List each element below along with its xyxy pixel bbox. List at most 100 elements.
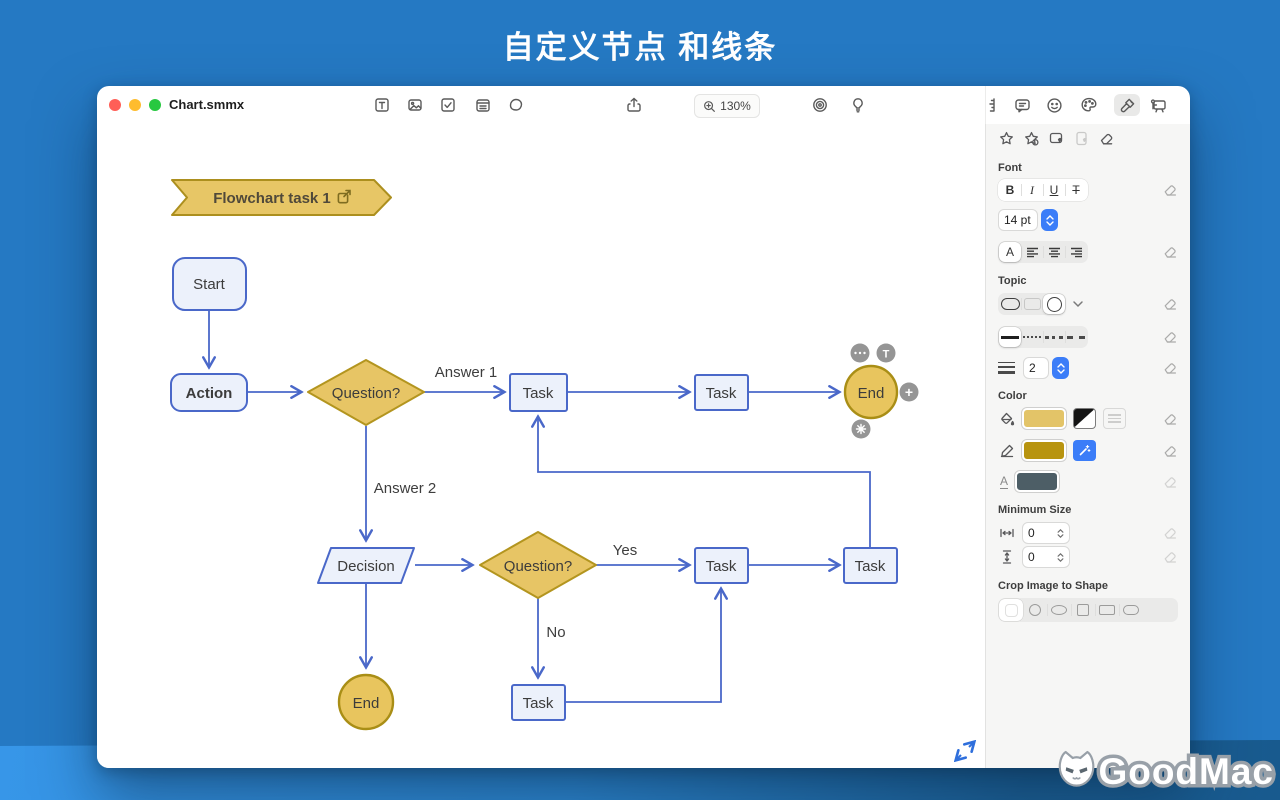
node-task5[interactable]: Task: [511, 684, 566, 721]
outline-view-icon[interactable]: [981, 94, 1003, 116]
reset-min-width-icon[interactable]: [1162, 525, 1178, 541]
auto-align-button[interactable]: A: [999, 242, 1021, 262]
presentation-icon[interactable]: [1147, 94, 1169, 116]
min-width-stepper[interactable]: [1057, 528, 1064, 538]
image-icon[interactable]: [404, 94, 426, 116]
edge-label-no: No: [546, 624, 565, 641]
color-section-label: Color: [998, 390, 1027, 402]
strikethrough-button[interactable]: T: [1065, 180, 1087, 200]
node-task3[interactable]: Task: [694, 547, 749, 584]
reset-text-color-icon[interactable]: [1162, 474, 1178, 490]
reset-stroke-color-icon[interactable]: [1162, 443, 1178, 459]
stroke-color-swatch[interactable]: [1022, 440, 1066, 461]
clear-style-icon[interactable]: [1098, 130, 1115, 152]
node-task1[interactable]: Task: [509, 373, 568, 412]
edge-task4-task1[interactable]: [538, 418, 871, 548]
close-button[interactable]: [109, 99, 121, 111]
zoom-control[interactable]: 130%: [694, 94, 760, 118]
reset-line-width-icon[interactable]: [1162, 360, 1178, 376]
share-icon[interactable]: [623, 94, 645, 116]
line-style-row: [998, 326, 1178, 348]
shape-icon[interactable]: [505, 94, 527, 116]
align-center-button[interactable]: [1043, 242, 1065, 262]
line-solid-button[interactable]: [999, 327, 1021, 347]
checkbox-icon[interactable]: [437, 94, 459, 116]
edge-task5-task3[interactable]: [565, 590, 721, 703]
zoom-window-button[interactable]: [149, 99, 161, 111]
node-task2[interactable]: Task: [694, 374, 749, 411]
node-decision[interactable]: Decision: [317, 547, 415, 584]
line-dots-button[interactable]: [1043, 327, 1065, 347]
auto-color-button[interactable]: [1073, 440, 1096, 461]
crop-rounded-rect-button[interactable]: [1119, 599, 1143, 621]
text-color-swatch[interactable]: [1015, 471, 1060, 492]
minimize-button[interactable]: [129, 99, 141, 111]
crop-rect-button[interactable]: [1095, 599, 1119, 621]
banner-node[interactable]: Flowchart task 1: [171, 179, 392, 216]
flowchart-canvas[interactable]: Answer 1 Answer 2 Yes No Flowchart task …: [97, 124, 985, 768]
lightbulb-icon[interactable]: [847, 94, 869, 116]
expand-icon[interactable]: [957, 743, 973, 759]
copy-style-icon[interactable]: [1073, 130, 1090, 152]
reset-line-style-icon[interactable]: [1162, 329, 1178, 345]
node-task4[interactable]: Task: [843, 547, 898, 584]
banner-label: Flowchart task 1: [213, 190, 331, 207]
shape-stadium-button[interactable]: [999, 294, 1021, 314]
stroke-color-row: [998, 440, 1178, 461]
crop-ellipse-button[interactable]: [1047, 599, 1071, 621]
node-start[interactable]: Start: [172, 257, 247, 311]
comment-icon[interactable]: [1011, 94, 1033, 116]
text-handle[interactable]: T: [876, 343, 896, 363]
reset-alignment-icon[interactable]: [1162, 244, 1178, 260]
node-action[interactable]: Action: [170, 373, 248, 412]
bold-button[interactable]: B: [1005, 183, 1015, 197]
line-dashed-button[interactable]: [1065, 327, 1087, 347]
titlebar: Chart.smmx 130%: [97, 86, 1190, 125]
font-size-stepper[interactable]: [1041, 209, 1058, 231]
line-width-value[interactable]: 2: [1023, 357, 1049, 379]
svg-text:Action: Action: [186, 385, 233, 402]
line-dotted-button[interactable]: [1021, 327, 1043, 347]
reset-shape-icon[interactable]: [1162, 296, 1178, 312]
crop-none-button[interactable]: [999, 599, 1023, 621]
focus-target-icon[interactable]: [809, 94, 831, 116]
reset-fill-color-icon[interactable]: [1162, 411, 1178, 427]
style-handle[interactable]: [851, 419, 871, 439]
style-brush-icon[interactable]: [1114, 94, 1140, 116]
node-end1[interactable]: End: [843, 364, 899, 420]
line-width-icon: [998, 362, 1015, 374]
node-question1[interactable]: Question?: [307, 359, 425, 426]
line-width-stepper[interactable]: [1052, 357, 1069, 379]
palette-icon[interactable]: [1078, 94, 1100, 116]
underline-button[interactable]: U: [1043, 180, 1065, 200]
crop-square-button[interactable]: [1071, 599, 1095, 621]
min-height-stepper[interactable]: [1057, 552, 1064, 562]
fill-pattern-button[interactable]: [1103, 408, 1126, 429]
reset-font-style-icon[interactable]: [1162, 182, 1178, 198]
align-right-button[interactable]: [1065, 242, 1087, 262]
node-question2[interactable]: Question?: [479, 531, 597, 599]
italic-button[interactable]: I: [1021, 180, 1043, 200]
manage-styles-icon[interactable]: [1023, 130, 1040, 152]
min-width-field[interactable]: 0: [1022, 522, 1070, 544]
fill-color-swatch[interactable]: [1022, 408, 1066, 429]
apply-style-icon[interactable]: [1048, 130, 1065, 152]
reset-min-height-icon[interactable]: [1162, 549, 1178, 565]
node-end2[interactable]: End: [337, 673, 395, 731]
text-node-icon[interactable]: [371, 94, 393, 116]
crop-circle-button[interactable]: [1023, 599, 1047, 621]
titlebar-divider: [985, 86, 986, 124]
min-height-field[interactable]: 0: [1022, 546, 1070, 568]
notes-icon[interactable]: [472, 94, 494, 116]
shape-rounded-rect-button[interactable]: [1021, 294, 1043, 314]
line-style-control: [998, 326, 1088, 348]
more-handle[interactable]: [850, 343, 870, 363]
add-handle[interactable]: +: [899, 382, 919, 402]
align-left-button[interactable]: [1021, 242, 1043, 262]
more-shapes-chevron-icon[interactable]: [1072, 295, 1084, 313]
contrast-color-button[interactable]: [1073, 408, 1096, 429]
shape-ellipse-button[interactable]: [1043, 294, 1065, 314]
emoji-icon[interactable]: [1043, 94, 1065, 116]
favorite-style-icon[interactable]: [998, 130, 1015, 152]
font-size-value[interactable]: 14 pt: [998, 209, 1038, 231]
